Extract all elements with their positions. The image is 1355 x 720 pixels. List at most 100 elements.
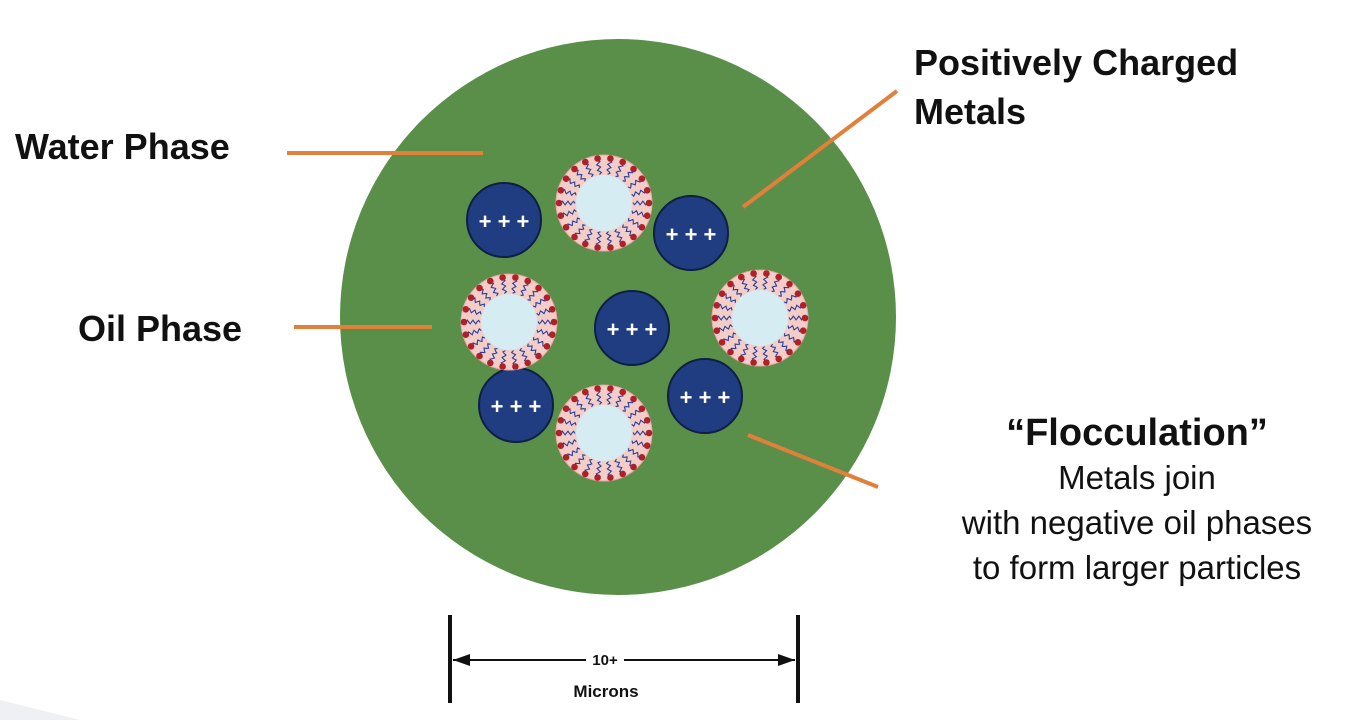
lipid-head [562, 224, 570, 231]
lipid-head [557, 417, 565, 424]
lipid-tail [533, 337, 546, 347]
lipid-head [557, 442, 565, 450]
lipid-tail [510, 350, 518, 366]
lipid-head [467, 294, 475, 302]
metal-particle-body [594, 290, 670, 366]
lipid-head [582, 470, 589, 478]
lipid-tail [716, 315, 732, 321]
lipid-tail [631, 209, 646, 218]
lipid-tail [575, 169, 587, 182]
lipid-tail [500, 278, 508, 294]
lipid-head [775, 273, 782, 281]
lipid-head [460, 318, 468, 326]
lipid-head [607, 474, 614, 481]
lipid-head [571, 395, 578, 403]
charge-symbol: + + + [479, 209, 530, 234]
lipid-head [619, 388, 626, 396]
scale-unit: Microns [573, 682, 638, 701]
lipid-head [799, 302, 807, 309]
lipid-head [535, 284, 542, 292]
metal-particle: + + + [594, 290, 670, 366]
oil-particle-core [481, 294, 537, 350]
leader-lines [287, 89, 899, 489]
lipid-head [462, 331, 470, 339]
lipid-head [571, 233, 578, 241]
lipid-tail [472, 336, 486, 346]
lipid-head [550, 318, 558, 326]
lipid-head [799, 327, 807, 335]
lipid-tail [762, 275, 769, 290]
lipid-head [630, 233, 637, 241]
lipid-tail [595, 231, 602, 246]
lipid-tail [595, 461, 602, 476]
lipid-head [638, 454, 646, 461]
lipid-head [775, 355, 782, 363]
lipid-head [750, 359, 757, 366]
scale-arrow-left [453, 654, 470, 666]
lipid-head [562, 175, 570, 182]
lipid-head [619, 240, 626, 248]
lipid-tail [567, 178, 580, 188]
lipid-head [801, 314, 809, 322]
lipid-tail [787, 304, 802, 312]
lipid-tail [741, 278, 750, 293]
lipid-tail [480, 288, 492, 301]
lipid-tail [532, 298, 546, 308]
lipid-head [607, 155, 614, 162]
lipid-tail [614, 228, 623, 243]
lipid-tail [632, 200, 648, 206]
lipid-head [638, 224, 646, 231]
lipid-tail [614, 458, 623, 473]
lipid-tail [628, 218, 641, 228]
lipid-tail [632, 430, 648, 436]
charge-symbol: + + + [607, 317, 658, 342]
lipid-tail [536, 308, 551, 316]
lipid-tail [723, 293, 736, 303]
lipid-tail [631, 439, 646, 448]
lipid-head [524, 359, 531, 367]
oil-particle [555, 154, 653, 252]
lipid-tail [519, 347, 528, 362]
lipid-head [750, 270, 757, 277]
lipid-tail [761, 346, 769, 362]
lipid-tail [627, 179, 641, 189]
lipid-head [738, 355, 745, 363]
lipid-head [643, 442, 651, 450]
metal-particle-body [466, 182, 542, 258]
lipid-head [718, 339, 726, 346]
lipid-head [619, 158, 626, 166]
lipid-tail [615, 393, 624, 407]
lipid-tail [584, 459, 593, 473]
lipid-head [535, 352, 542, 360]
lipid-head [763, 359, 770, 366]
lipid-tail [784, 333, 797, 343]
lipid-head [487, 359, 494, 367]
lipid-tail [562, 209, 577, 217]
lipid-head [607, 244, 614, 251]
lipid-tail [627, 409, 641, 419]
lipid-head [619, 470, 626, 478]
oil-particle [555, 384, 653, 482]
oil-particle [711, 269, 809, 367]
lipid-head [738, 273, 745, 281]
lipid-head [594, 244, 601, 251]
lipid-tail [574, 224, 586, 236]
lipid-head [562, 405, 570, 413]
lipid-tail [777, 339, 789, 352]
flocculation-desc-line2: with negative oil phases [961, 504, 1312, 541]
lipid-tail [511, 279, 518, 294]
scale-bar [448, 615, 800, 703]
lipid-head [512, 274, 519, 281]
lipid-tail [527, 289, 539, 301]
lipid-tail [631, 419, 646, 427]
lipid-head [727, 348, 734, 356]
lipid-head [643, 417, 651, 424]
lipid-tail [562, 439, 577, 447]
lipid-head [582, 158, 589, 166]
lipid-tail [489, 348, 498, 362]
lipid-head [630, 165, 637, 173]
lipid-head [499, 274, 506, 281]
lipid-tail [751, 274, 759, 290]
charge-symbol: + + + [680, 385, 731, 410]
